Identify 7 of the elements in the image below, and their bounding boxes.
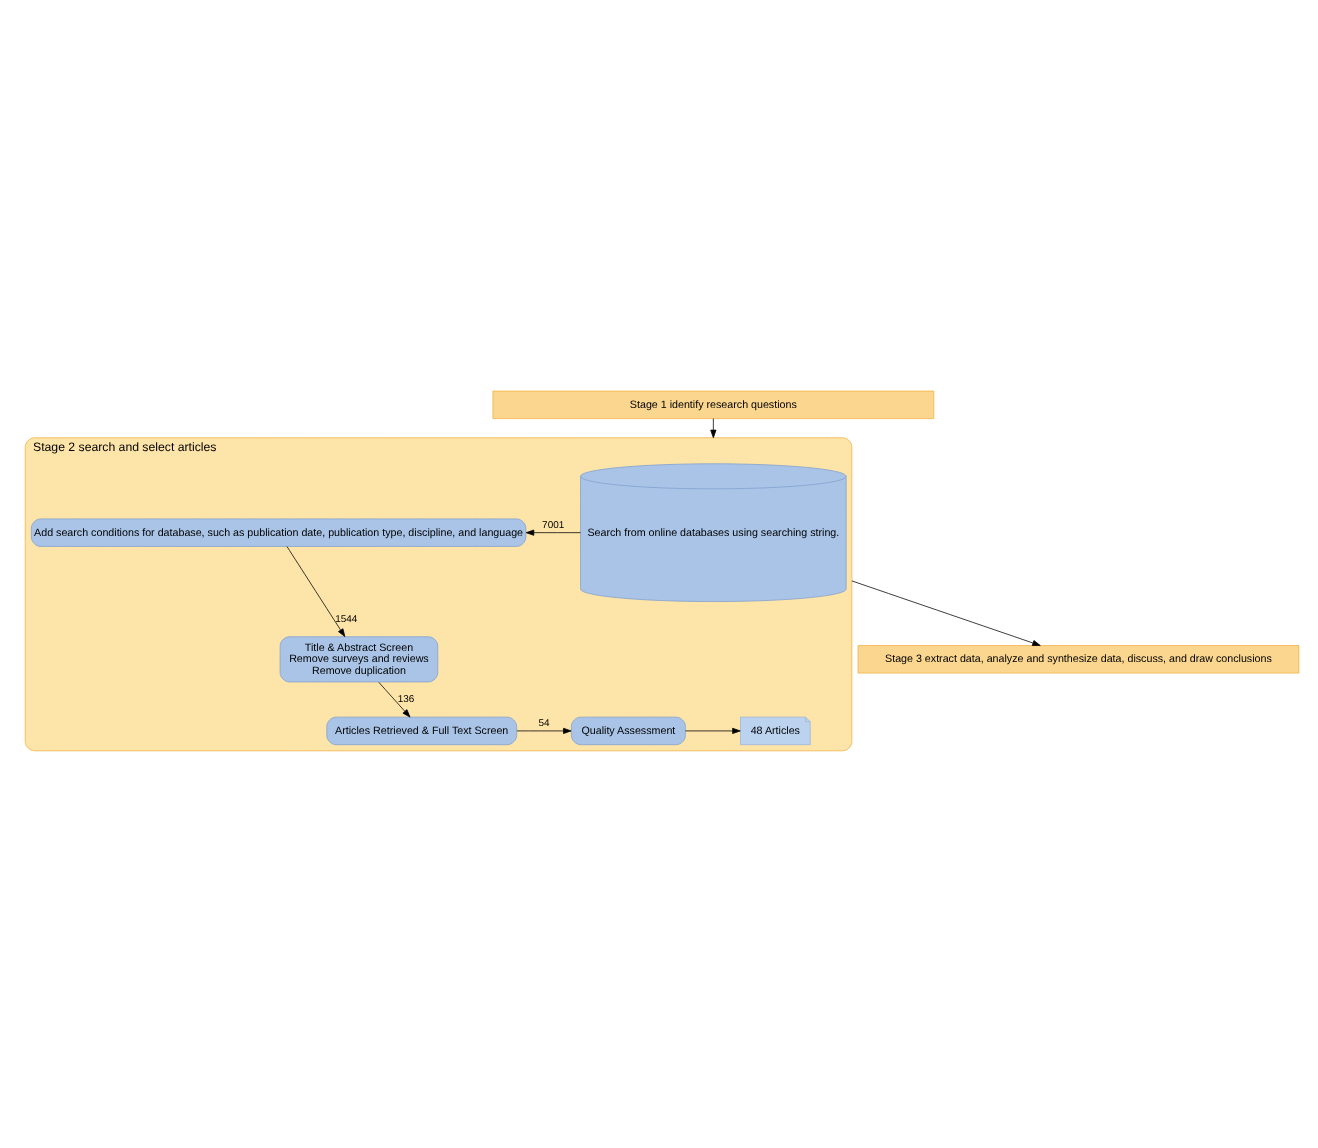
arrow (286, 546, 346, 637)
arrow (516, 727, 572, 734)
arrow (710, 418, 717, 439)
arrow (851, 580, 1041, 646)
arrow (378, 681, 411, 718)
arrow (525, 529, 581, 536)
arrow (685, 727, 741, 734)
